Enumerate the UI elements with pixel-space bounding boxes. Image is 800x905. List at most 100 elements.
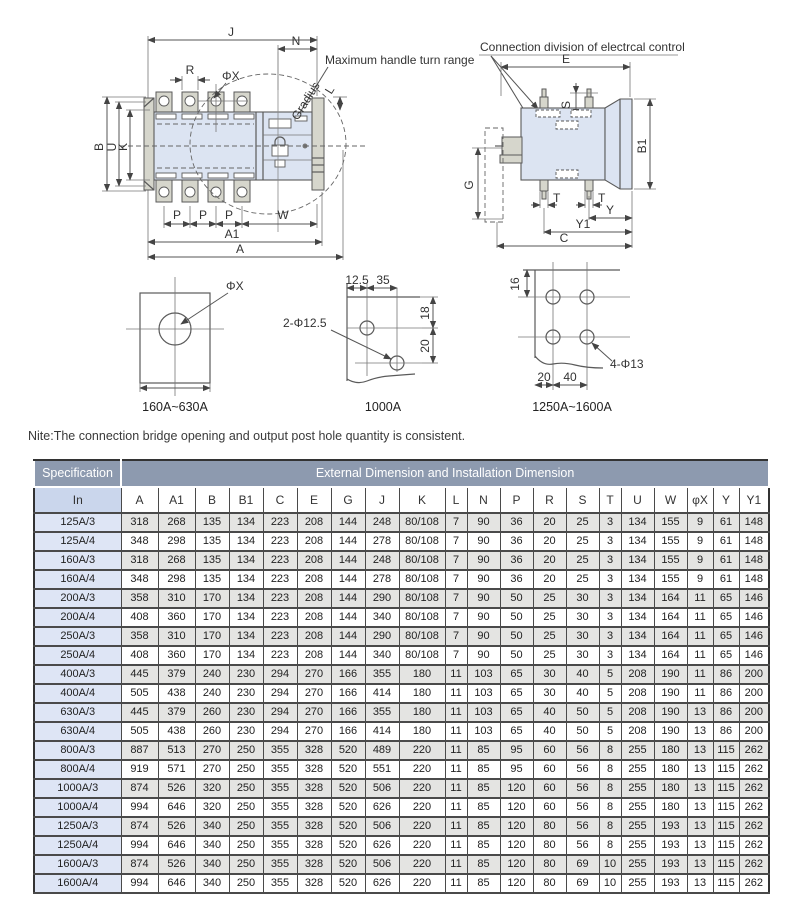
value-cell: 20 — [532, 569, 567, 590]
value-cell: 262 — [738, 854, 770, 875]
value-cell: 180 — [398, 664, 446, 685]
value-cell: 551 — [364, 759, 400, 780]
value-cell: 250 — [228, 816, 264, 837]
value-cell: 290 — [364, 588, 400, 609]
left-end-plate — [143, 97, 155, 191]
value-cell: 40 — [565, 683, 600, 704]
value-cell: 180 — [653, 797, 688, 818]
value-cell: 80 — [532, 835, 567, 856]
value-cell: 85 — [466, 797, 501, 818]
handle-envelope — [484, 127, 504, 223]
value-cell: 7 — [444, 626, 468, 647]
value-cell: 360 — [157, 607, 196, 628]
value-cell: 220 — [398, 740, 446, 761]
value-cell: 115 — [712, 873, 740, 894]
value-cell: 25 — [532, 645, 567, 666]
value-cell: 65 — [499, 664, 534, 685]
value-cell: 379 — [157, 702, 196, 723]
subheader-column-cell: B1 — [228, 486, 264, 514]
dim-label-e: E — [562, 52, 570, 66]
value-cell: 166 — [330, 683, 366, 704]
value-cell: 50 — [499, 588, 534, 609]
value-cell: 103 — [466, 683, 501, 704]
value-cell: 340 — [194, 835, 230, 856]
value-cell: 223 — [262, 645, 298, 666]
value-cell: 170 — [194, 588, 230, 609]
dim-label-a: A — [236, 242, 244, 256]
value-cell: 208 — [620, 702, 655, 723]
value-cell: 355 — [262, 797, 298, 818]
value-cell: 9 — [686, 531, 714, 552]
value-cell: 56 — [565, 778, 600, 799]
value-cell: 65 — [499, 683, 534, 704]
value-cell: 80/108 — [398, 607, 446, 628]
value-cell: 223 — [262, 607, 298, 628]
subheader-column-cell: C — [262, 486, 298, 514]
value-cell: 230 — [228, 702, 264, 723]
value-cell: 144 — [330, 607, 366, 628]
dim-label-n: N — [292, 34, 301, 48]
value-cell: 250 — [228, 854, 264, 875]
value-cell: 520 — [330, 873, 366, 894]
value-cell: 348 — [120, 531, 159, 552]
value-cell: 270 — [194, 759, 230, 780]
value-cell: 626 — [364, 797, 400, 818]
value-cell: 887 — [120, 740, 159, 761]
value-cell: 13 — [686, 740, 714, 761]
value-cell: 408 — [120, 645, 159, 666]
value-cell: 115 — [712, 854, 740, 875]
value-cell: 190 — [653, 664, 688, 685]
value-cell: 320 — [194, 797, 230, 818]
value-cell: 200 — [738, 721, 770, 742]
value-cell: 115 — [712, 797, 740, 818]
value-cell: 193 — [653, 816, 688, 837]
value-cell: 90 — [466, 607, 501, 628]
subheader-column-cell: S — [565, 486, 600, 514]
value-cell: 3 — [598, 569, 622, 590]
value-cell: 223 — [262, 512, 298, 533]
value-cell: 80 — [532, 854, 567, 875]
value-cell: 355 — [262, 873, 298, 894]
value-cell: 144 — [330, 645, 366, 666]
spec-cell: 125A/4 — [33, 531, 122, 552]
dim-label-g: G — [462, 180, 476, 189]
value-cell: 208 — [296, 626, 332, 647]
value-cell: 134 — [228, 626, 264, 647]
subheader-column-cell: L — [444, 486, 468, 514]
value-cell: 40 — [565, 664, 600, 685]
value-cell: 5 — [598, 702, 622, 723]
value-cell: 298 — [157, 531, 196, 552]
value-cell: 11 — [686, 683, 714, 704]
value-cell: 11 — [444, 759, 468, 780]
value-cell: 80 — [532, 816, 567, 837]
value-cell: 919 — [120, 759, 159, 780]
dim-label-t2: T — [598, 191, 606, 205]
body-slots — [155, 113, 308, 179]
right-end-plate — [311, 97, 325, 191]
value-cell: 874 — [120, 778, 159, 799]
bottom-terminals — [155, 179, 251, 203]
spec-cell: 630A/4 — [33, 721, 122, 742]
hole2-dim-35: 35 — [376, 273, 390, 287]
value-cell: 358 — [120, 588, 159, 609]
value-cell: 25 — [565, 550, 600, 571]
value-cell: 200 — [738, 702, 770, 723]
value-cell: 56 — [565, 835, 600, 856]
hole-pattern-160-630: ΦX 160A~630A — [126, 277, 244, 414]
value-cell: 134 — [620, 645, 655, 666]
value-cell: 20 — [532, 531, 567, 552]
value-cell: 7 — [444, 531, 468, 552]
dim-label-r: R — [186, 63, 195, 77]
value-cell: 11 — [444, 702, 468, 723]
value-cell: 148 — [738, 531, 770, 552]
spec-cell: 250A/4 — [33, 645, 122, 666]
value-cell: 220 — [398, 797, 446, 818]
value-cell: 134 — [620, 588, 655, 609]
value-cell: 134 — [620, 607, 655, 628]
value-cell: 30 — [565, 626, 600, 647]
